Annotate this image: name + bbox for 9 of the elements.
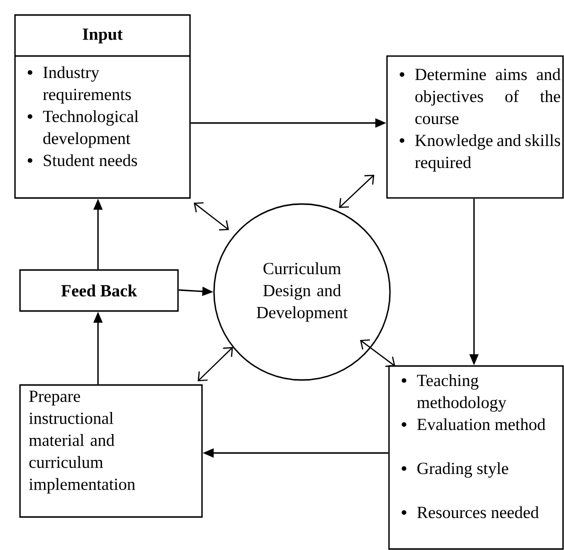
preparation-box: Prepare instructional material and curriculum implementation — [19, 384, 203, 518]
aims-box: Determine aims and objectives of the course Knowledge and skills required — [386, 55, 564, 199]
methods-box: Teaching methodology Evaluation method Grading style Resources needed — [388, 365, 564, 550]
arrow — [194, 202, 229, 230]
feedback-box: Feed Back — [19, 269, 179, 312]
arrow — [339, 174, 374, 208]
arrow — [198, 347, 233, 382]
arrow — [360, 339, 396, 367]
input-box: Input Industry requirements Technological development Student needs — [14, 14, 191, 199]
